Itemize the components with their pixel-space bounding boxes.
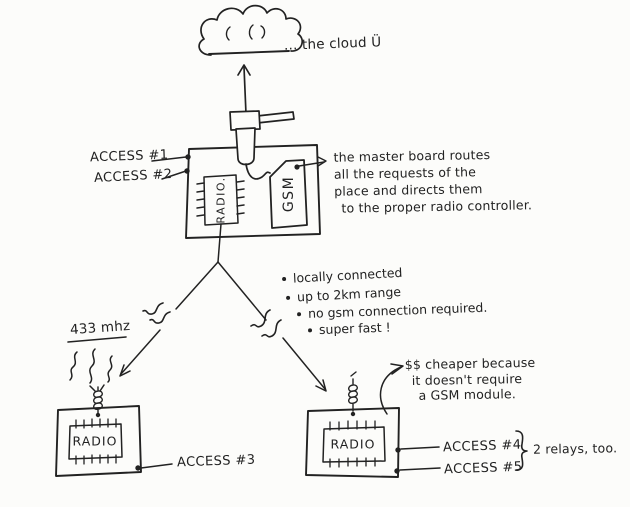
gsm-chip-label: GSM <box>281 175 297 213</box>
access3-label: ACCESS #3 <box>176 452 256 471</box>
left-antenna-coil-icon <box>93 386 103 418</box>
master-radio-chip-label: RADIO. <box>214 176 228 224</box>
access2-connector <box>161 168 190 180</box>
relays-brace <box>515 430 528 471</box>
access4-label: ACCESS #4 <box>442 437 522 456</box>
bullet-dot-icon <box>297 312 302 317</box>
note-arrow <box>298 156 327 167</box>
right-antenna-coil-icon <box>348 371 358 417</box>
right-controller-outline <box>305 407 400 478</box>
bullet-dot-icon <box>307 328 313 333</box>
access5-label: ACCESS #5 <box>443 459 523 478</box>
access1-label: ACCESS #1 <box>89 147 169 166</box>
master-radio-chip-outline <box>196 174 245 226</box>
cheaper-note-arrow <box>379 363 404 415</box>
left-controller-outline <box>55 405 142 477</box>
antenna-icon <box>229 110 295 180</box>
link-note-item: super fast ! <box>307 319 391 338</box>
cheaper-note-line-1: $$ cheaper because <box>404 354 536 373</box>
branch-lines <box>119 223 327 392</box>
right-radio-chip-label: RADIO <box>330 436 376 452</box>
link-note-label: super fast ! <box>318 319 391 338</box>
master-board-outline <box>185 144 321 239</box>
cheaper-note-line-3: a GSM module. <box>418 386 517 403</box>
access5-connector <box>394 467 441 474</box>
radio-break-right-icon <box>250 309 282 338</box>
cloud-label: ... the cloud Ü <box>283 34 382 54</box>
master-note-line-4: to the proper radio controller. <box>341 197 533 216</box>
access1-connector <box>151 154 191 162</box>
cloud-icon <box>198 4 304 56</box>
cheaper-note: $$ cheaper because it doesn't require a … <box>404 354 536 404</box>
access4-connector <box>395 446 440 453</box>
frequency-underline <box>67 336 127 343</box>
radio-break-left-icon <box>142 302 171 324</box>
bullet-dot-icon <box>282 276 287 282</box>
master-board-note: the master board routes all the requests… <box>333 145 532 216</box>
access3-connector <box>135 463 173 471</box>
left-radio-chip-label: RADIO <box>72 433 118 449</box>
uplink-arrow <box>237 64 251 115</box>
bullet-dot-icon <box>286 295 291 301</box>
radio-waves-icon <box>69 348 113 392</box>
gsm-chip-outline <box>269 159 308 229</box>
relays-note: 2 relays, too. <box>532 440 618 457</box>
